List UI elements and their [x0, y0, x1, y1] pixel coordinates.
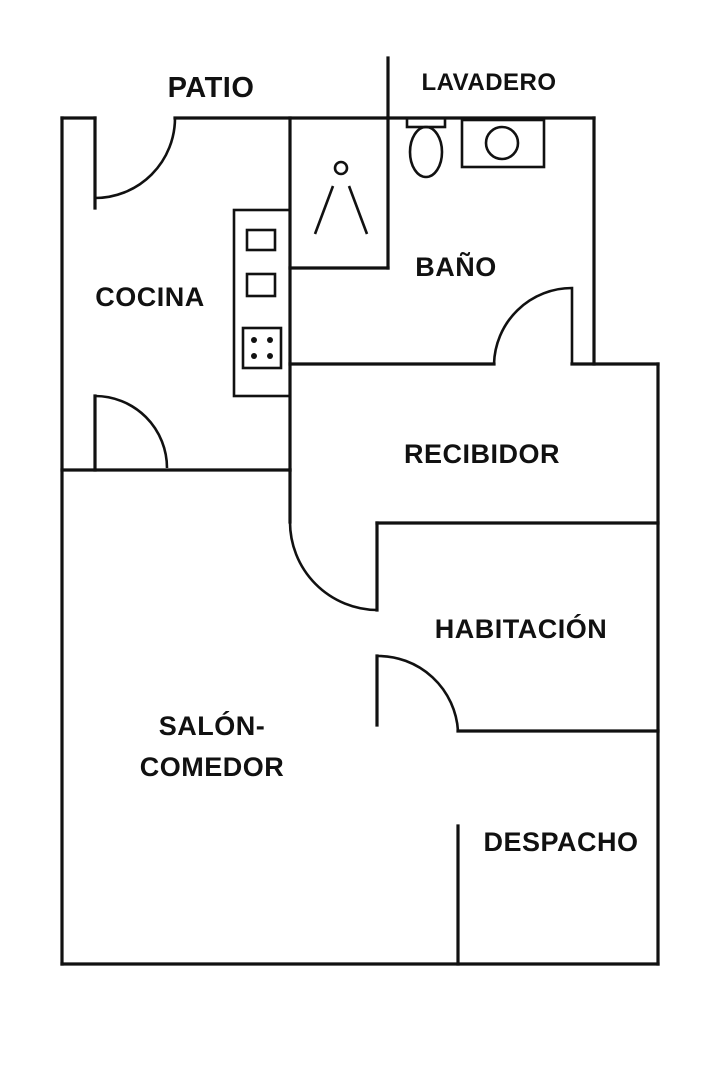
door-swings — [93, 117, 574, 732]
stove-icon — [241, 326, 283, 370]
cocina-door-arc — [94, 394, 169, 469]
room-labels: PATIO LAVADERO COCINA BAÑO RECIBIDOR HAB… — [95, 69, 638, 857]
toilet-icon — [405, 116, 447, 179]
label-cocina: COCINA — [95, 282, 205, 312]
label-habitacion: HABITACIÓN — [435, 613, 607, 644]
label-patio: PATIO — [168, 72, 255, 104]
shower-icon — [313, 160, 369, 235]
recibidor-door-arc — [288, 521, 378, 612]
label-salon-line1: SALÓN- — [159, 710, 266, 741]
kitchen-counter — [232, 208, 292, 398]
walls — [60, 56, 660, 966]
sink-icon-2 — [245, 272, 277, 298]
washing-machine-icon — [460, 118, 546, 169]
label-lavadero: LAVADERO — [421, 69, 556, 96]
sink-icon — [245, 228, 277, 252]
label-despacho: DESPACHO — [483, 827, 638, 857]
label-recibidor: RECIBIDOR — [404, 439, 560, 469]
habitacion-door-arc — [376, 654, 460, 732]
patio-door-arc — [93, 117, 177, 208]
label-salon-line2: COMEDOR — [140, 752, 285, 782]
bano-door-arc — [492, 286, 574, 365]
label-bano: BAÑO — [415, 251, 497, 282]
